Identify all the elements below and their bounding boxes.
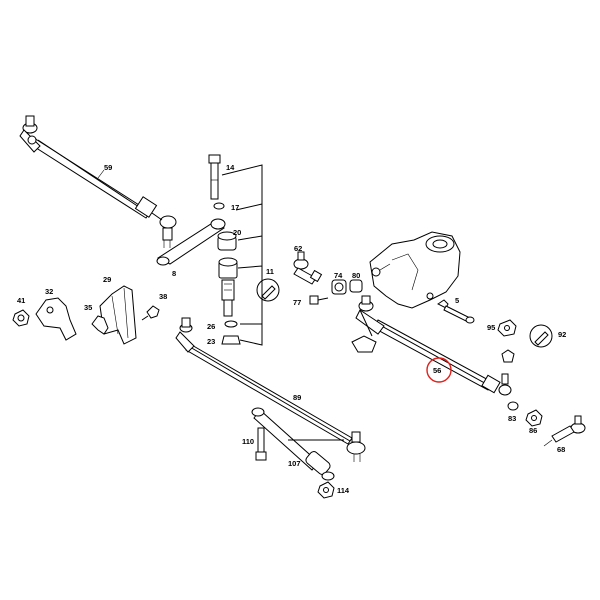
part-80-bushing[interactable]	[349, 279, 363, 293]
label-11: 11	[266, 267, 274, 276]
part-17-washer[interactable]	[213, 202, 225, 210]
part-74-clamp[interactable]	[331, 279, 347, 295]
part-95-nut[interactable]	[497, 319, 517, 337]
label-29: 29	[103, 275, 111, 284]
part-56-tie-rod[interactable]	[351, 295, 512, 396]
label-95: 95	[487, 323, 495, 332]
part-83-washer[interactable]	[507, 401, 519, 411]
label-35: 35	[84, 303, 92, 312]
label-23: 23	[207, 337, 215, 346]
steering-gear-box[interactable]	[369, 231, 461, 309]
part-35-clip[interactable]	[91, 315, 109, 335]
part-107-steering-damper[interactable]	[251, 407, 344, 481]
part-114-nut[interactable]	[317, 481, 335, 499]
label-80: 80	[352, 271, 360, 280]
label-14: 14	[226, 163, 235, 172]
part-59-tie-rod[interactable]	[19, 115, 177, 248]
part-38-bolt[interactable]	[141, 305, 160, 321]
leader-59	[97, 169, 105, 179]
label-114: 114	[337, 486, 350, 495]
label-83: 83	[508, 414, 516, 423]
part-92-wrench-symbol[interactable]	[529, 324, 553, 348]
group-bracket-idler	[221, 164, 263, 346]
part-89-drag-link[interactable]	[175, 317, 366, 462]
part-29-bracket[interactable]	[99, 285, 137, 345]
label-5: 5	[455, 296, 459, 305]
label-110: 110	[242, 437, 254, 446]
label-59: 59	[104, 163, 112, 172]
label-38: 38	[159, 292, 167, 301]
label-89: 89	[293, 393, 301, 402]
part-41-nut[interactable]	[12, 309, 30, 327]
part-110-bolt[interactable]	[255, 427, 267, 461]
part-62-tie-rod-end[interactable]	[293, 251, 323, 285]
label-62: 62	[294, 244, 302, 253]
part-nut-small[interactable]	[501, 349, 515, 363]
label-56: 56	[433, 366, 441, 375]
part-8-idler-arm[interactable]	[156, 218, 226, 266]
label-17: 17	[231, 203, 239, 212]
label-107: 107	[288, 459, 301, 468]
part-20-bushing[interactable]	[217, 231, 237, 251]
part-77-bolt[interactable]	[309, 295, 329, 305]
label-86: 86	[529, 426, 537, 435]
part-26-washer[interactable]	[224, 320, 238, 328]
label-32: 32	[45, 287, 53, 296]
highlight-circle-56	[426, 357, 452, 383]
part-86-nut[interactable]	[525, 409, 543, 427]
label-20: 20	[233, 228, 241, 237]
part-68-tie-rod-end[interactable]	[543, 415, 586, 447]
part-14-bolt[interactable]	[208, 154, 221, 200]
label-92: 92	[558, 330, 566, 339]
label-26: 26	[207, 322, 215, 331]
part-23-nut[interactable]	[221, 335, 241, 345]
label-68: 68	[557, 445, 565, 454]
label-41: 41	[17, 296, 25, 305]
label-74: 74	[334, 271, 343, 280]
part-5-bolt[interactable]	[437, 299, 475, 324]
part-11-wrench-symbol[interactable]	[256, 278, 280, 302]
part-9-idler-bracket[interactable]	[218, 257, 238, 317]
label-77: 77	[293, 298, 301, 307]
part-32-mount-plate[interactable]	[35, 297, 77, 341]
label-8: 8	[172, 269, 176, 278]
